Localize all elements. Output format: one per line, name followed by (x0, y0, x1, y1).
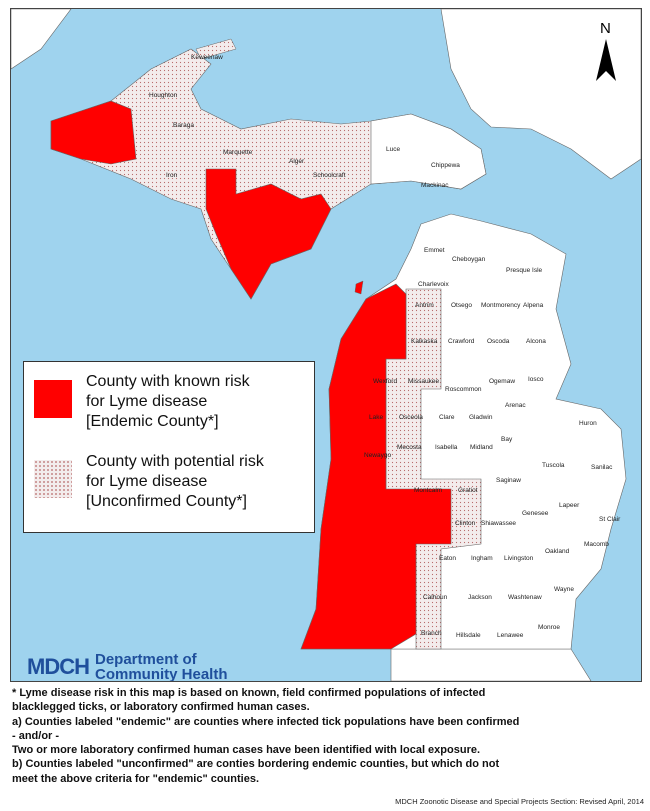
endemic-gogebic-ontonagon (50, 100, 137, 165)
map-canvas: Keweenaw Houghton Baraga Iron Marquette … (11, 9, 641, 681)
county-chippewa: Chippewa (431, 162, 460, 169)
footnote-a: a) Counties labeled "endemic" are counti… (12, 715, 520, 757)
land-wisconsin (11, 9, 72, 70)
county-huron: Huron (579, 420, 597, 427)
county-charlevoix: Charlevoix (418, 281, 449, 288)
county-wexford: Wexford (373, 378, 397, 385)
logo-text: Department of Community Health (95, 651, 228, 682)
county-emmet: Emmet (424, 247, 445, 254)
county-oakland: Oakland (545, 548, 570, 555)
county-arenac: Arenac (505, 402, 526, 409)
land-canada (440, 9, 641, 180)
county-ogemaw: Ogemaw (489, 378, 515, 385)
county-luce: Luce (386, 146, 400, 153)
county-antrim: Antrim (415, 302, 434, 309)
county-presque-isle: Presque Isle (506, 267, 543, 274)
county-hillsdale: Hillsdale (456, 632, 481, 639)
county-jackson: Jackson (468, 594, 492, 601)
county-cheboygan: Cheboygan (452, 256, 486, 263)
county-otsego: Otsego (451, 302, 472, 309)
county-marquette: Marquette (223, 149, 253, 156)
footnotes: * Lyme disease risk in this map is based… (12, 686, 642, 786)
county-wayne: Wayne (554, 586, 574, 593)
legend-unconfirmed-label: County with potential risk for Lyme dise… (86, 453, 264, 510)
endemic-west-michigan (300, 283, 452, 650)
island-beaver (354, 280, 364, 295)
logo-mark: MDCH (27, 654, 90, 679)
county-alcona: Alcona (526, 338, 546, 345)
county-washtenaw: Washtenaw (508, 594, 542, 601)
county-montmorency: Montmorency (481, 302, 521, 309)
county-shiawassee: Shiawassee (481, 520, 516, 527)
land-ohio (390, 648, 592, 681)
county-isabella: Isabella (435, 444, 458, 451)
north-arrow-icon (596, 39, 616, 81)
county-labels: Keweenaw Houghton Baraga Iron Marquette … (149, 54, 621, 639)
legend-endemic-row: County with known risk for Lyme disease … (34, 372, 250, 432)
legend-endemic-label: County with known risk for Lyme disease … (86, 373, 250, 430)
legend-unconfirmed-row: County with potential risk for Lyme dise… (34, 452, 264, 512)
county-eaton: Eaton (439, 555, 456, 562)
county-oscoda: Oscoda (487, 338, 510, 345)
county-livingston: Livingston (504, 555, 534, 562)
county-baraga: Baraga (173, 122, 194, 129)
county-clinton: Clinton (455, 520, 476, 527)
county-missaukee: Missaukee (408, 378, 439, 385)
county-montcalm: Montcalm (414, 487, 442, 494)
legend-unconfirmed-swatch (34, 460, 72, 498)
county-clare: Clare (439, 414, 455, 421)
footnote-star: * Lyme disease risk in this map is based… (12, 687, 486, 714)
county-genesee: Genesee (522, 510, 549, 517)
county-houghton: Houghton (149, 92, 178, 99)
upper-peninsula-east (370, 113, 487, 190)
county-roscommon: Roscommon (445, 386, 482, 393)
county-monroe: Monroe (538, 624, 560, 631)
county-lake: Lake (369, 414, 383, 421)
county-crawford: Crawford (448, 338, 475, 345)
county-gladwin: Gladwin (469, 414, 493, 421)
mdch-logo: MDCH Department of Community Health (27, 651, 228, 682)
county-alpena: Alpena (523, 302, 544, 309)
county-calhoun: Calhoun (423, 594, 448, 601)
county-iosco: Iosco (528, 376, 544, 383)
county-gratiot: Gratiot (458, 487, 478, 494)
endemic-dickinson-menominee (205, 168, 332, 300)
county-st-clair: St Clair (599, 516, 621, 523)
county-macomb: Macomb (584, 541, 609, 548)
county-ingham: Ingham (471, 555, 493, 562)
county-saginaw: Saginaw (496, 477, 521, 484)
county-keweenaw: Keweenaw (191, 54, 223, 61)
footnote-b: b) Counties labeled "unconfirmed" are co… (12, 758, 500, 785)
legend-endemic-swatch (34, 380, 72, 418)
island-isle-royale (195, 38, 237, 60)
north-arrow-label: N (600, 20, 611, 37)
county-lapeer: Lapeer (559, 502, 580, 509)
county-osceola: Osceola (399, 414, 423, 421)
county-sanilac: Sanilac (591, 464, 613, 471)
map-legend: County with known risk for Lyme disease … (23, 361, 315, 533)
county-tuscola: Tuscola (542, 462, 565, 469)
north-arrow: N (596, 20, 616, 81)
county-newaygo: Newaygo (364, 452, 391, 459)
county-kalkaska: Kalkaska (411, 338, 438, 345)
credit-line: MDCH Zoonotic Disease and Special Projec… (395, 797, 644, 806)
county-bay: Bay (501, 436, 513, 443)
lyme-risk-map: Keweenaw Houghton Baraga Iron Marquette … (10, 8, 642, 682)
county-lenawee: Lenawee (497, 632, 524, 639)
county-alger: Alger (289, 158, 305, 165)
county-mackinac: Mackinac (421, 182, 449, 189)
county-schoolcraft: Schoolcraft (313, 172, 346, 179)
county-branch: Branch (421, 630, 442, 637)
county-iron: Iron (166, 172, 178, 179)
county-midland: Midland (470, 444, 493, 451)
county-mecosta: Mecosta (397, 444, 422, 451)
